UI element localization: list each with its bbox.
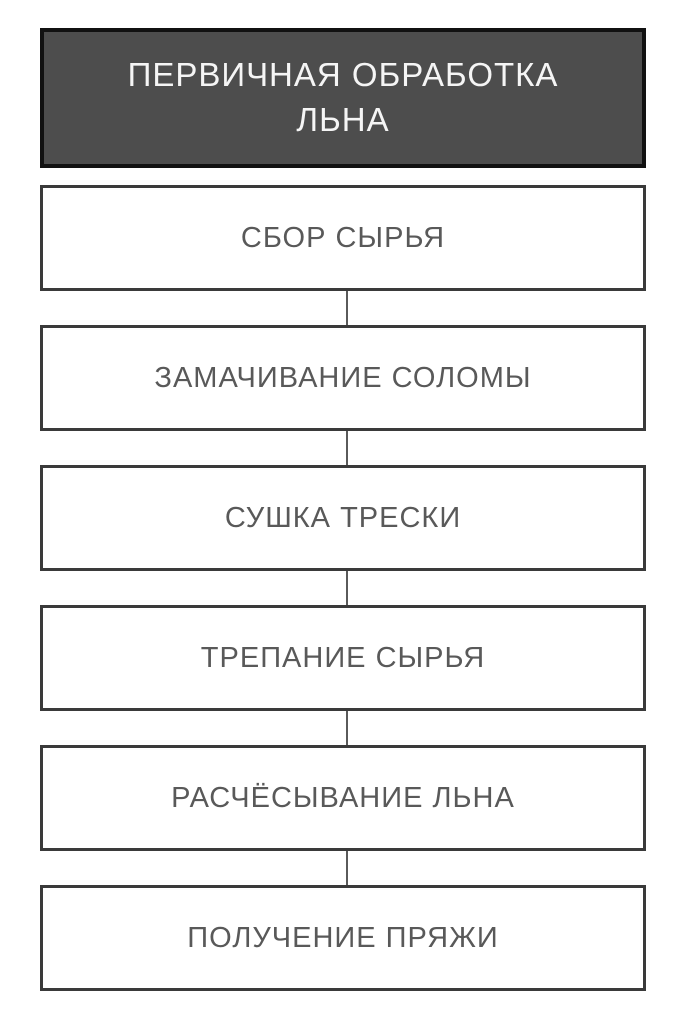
step-label: СБОР СЫРЬЯ <box>240 221 446 254</box>
connector-line <box>346 571 348 605</box>
connector-line <box>346 711 348 745</box>
step-label: ПОЛУЧЕНИЕ ПРЯЖИ <box>187 921 499 954</box>
diagram-title: ПЕРВИЧНАЯ ОБРАБОТКА ЛЬНА <box>127 56 559 138</box>
step-box-scutching: ТРЕПАНИЕ СЫРЬЯ <box>40 605 646 711</box>
diagram-title-box: ПЕРВИЧНАЯ ОБРАБОТКА ЛЬНА <box>40 28 646 168</box>
step-box-drying: СУШКА ТРЕСКИ <box>40 465 646 571</box>
step-box-yarn: ПОЛУЧЕНИЕ ПРЯЖИ <box>40 885 646 991</box>
step-box-combing: РАСЧЁСЫВАНИЕ ЛЬНА <box>40 745 646 851</box>
flax-processing-flowchart: ПЕРВИЧНАЯ ОБРАБОТКА ЛЬНА СБОР СЫРЬЯ ЗАМА… <box>40 28 646 991</box>
step-label: ЗАМАЧИВАНИЕ СОЛОМЫ <box>154 361 532 394</box>
step-box-soaking: ЗАМАЧИВАНИЕ СОЛОМЫ <box>40 325 646 431</box>
connector-line <box>346 851 348 885</box>
connector-line <box>346 431 348 465</box>
step-label: СУШКА ТРЕСКИ <box>224 501 462 534</box>
connector-line <box>346 291 348 325</box>
step-label: ТРЕПАНИЕ СЫРЬЯ <box>200 641 486 674</box>
step-label: РАСЧЁСЫВАНИЕ ЛЬНА <box>171 781 515 814</box>
step-box-collection: СБОР СЫРЬЯ <box>40 185 646 291</box>
